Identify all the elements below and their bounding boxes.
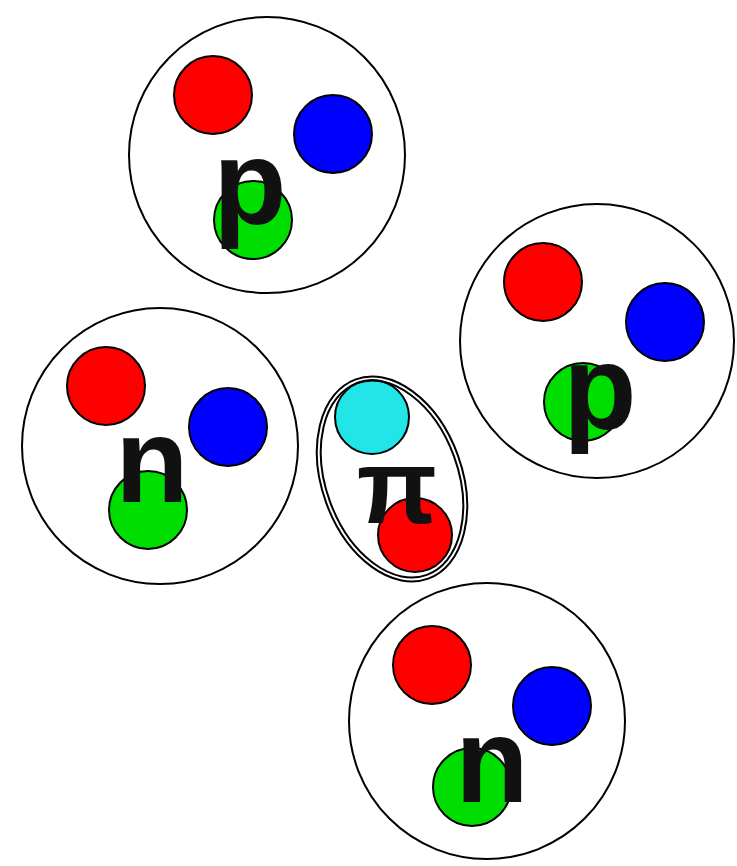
particle-label: n xyxy=(455,700,528,820)
particle-label: n xyxy=(115,400,188,520)
pion-ellipse: π xyxy=(302,354,482,604)
blue-quark xyxy=(294,95,372,173)
proton-circle: p xyxy=(458,202,736,480)
neutron-circle: n xyxy=(20,306,300,586)
blue-quark xyxy=(626,283,704,361)
particle-label: p xyxy=(213,122,286,242)
red-quark xyxy=(504,243,582,321)
proton-circle: p xyxy=(127,15,407,295)
neutron-circle: n xyxy=(347,581,627,861)
particle-label: π xyxy=(357,434,437,539)
blue-quark xyxy=(189,388,267,466)
red-quark xyxy=(393,626,471,704)
particle-label: p xyxy=(563,327,636,447)
